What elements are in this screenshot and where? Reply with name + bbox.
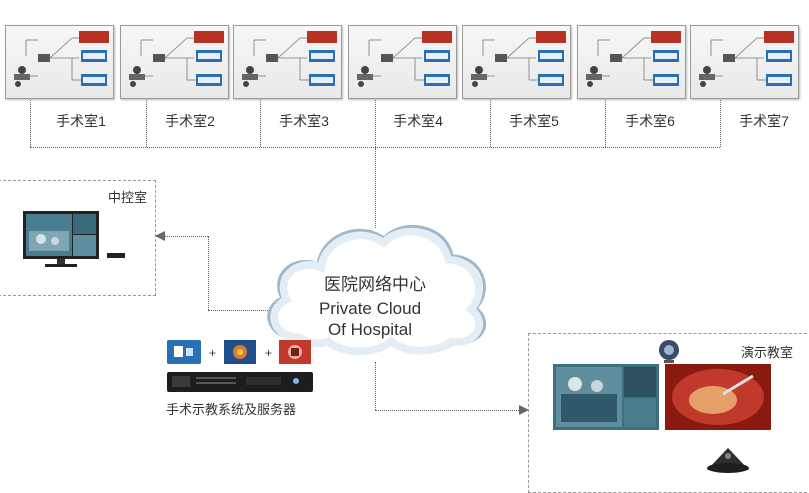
operating-room-thumbnail [5,25,114,99]
room-drop-line [605,100,606,147]
control-room-box: 中控室 [0,180,156,296]
cloud-title-cn: 医院网络中心 [324,275,426,294]
operating-room-diagram [586,31,681,87]
cloud-shape [267,224,487,356]
operating-room-thumbnail [120,25,229,99]
operating-room-diagram [357,31,452,87]
camera-icon [659,340,679,363]
server-label: 手术示教系统及服务器 [166,402,297,417]
operating-room-thumbnail [348,25,457,99]
room-drop-line [146,100,147,147]
operating-room-label: 手术室2 [165,113,215,129]
room-drop-line [260,100,261,147]
operating-room-thumbnail [690,25,799,99]
room-drop-line [375,100,376,147]
room-drop-line [720,100,721,147]
server-rack-icon [167,372,313,392]
operating-room-diagram [14,31,109,87]
arrow-right-icon [519,405,529,415]
room-drop-line [490,100,491,147]
bus-to-cloud-line [375,148,376,228]
operating-room-label: 手术室3 [279,113,329,129]
device-icon-red [279,340,311,364]
cloud-to-classroom-horizontal [375,410,519,411]
operating-room-label: 手术室1 [56,113,106,129]
arrow-left-icon [155,231,165,241]
cloud-line2: Of Hospital [327,320,413,339]
control-room-title: 中控室 [107,190,147,205]
control-link-to-cloud [208,310,268,311]
operating-room-label: 手术室4 [393,113,443,129]
plus-sign-1: + [209,346,217,360]
control-link-horizontal [164,236,208,237]
operating-room-label: 手术室6 [625,113,675,129]
operating-room-thumbnail [462,25,571,99]
operating-room-label: 手术室5 [509,113,559,129]
display-screens [553,364,771,430]
cloud-line1: Private Cloud [318,299,422,318]
classroom-title: 演示教室 [740,345,793,360]
device-icon-blue-1 [167,340,201,364]
operating-room-diagram [699,31,794,87]
operating-room-diagram [471,31,566,87]
rooms-bus-line [30,147,720,148]
cloud-to-classroom-vertical [375,362,376,410]
control-link-vertical [208,236,209,310]
operating-room-label: 手术室7 [739,113,789,129]
device-icon-blue-2 [224,340,256,364]
room-drop-line [30,100,31,147]
speakerphone-icon [707,448,749,473]
operating-room-diagram [242,31,337,87]
plus-sign-2: + [265,346,273,360]
operating-room-thumbnail [233,25,342,99]
monitor-icon [23,211,125,267]
operating-room-diagram [129,31,224,87]
operating-room-thumbnail [577,25,686,99]
classroom-box: 演示教室 [528,333,809,493]
server-group: + + 手术示教系统及服务器 [166,337,316,417]
